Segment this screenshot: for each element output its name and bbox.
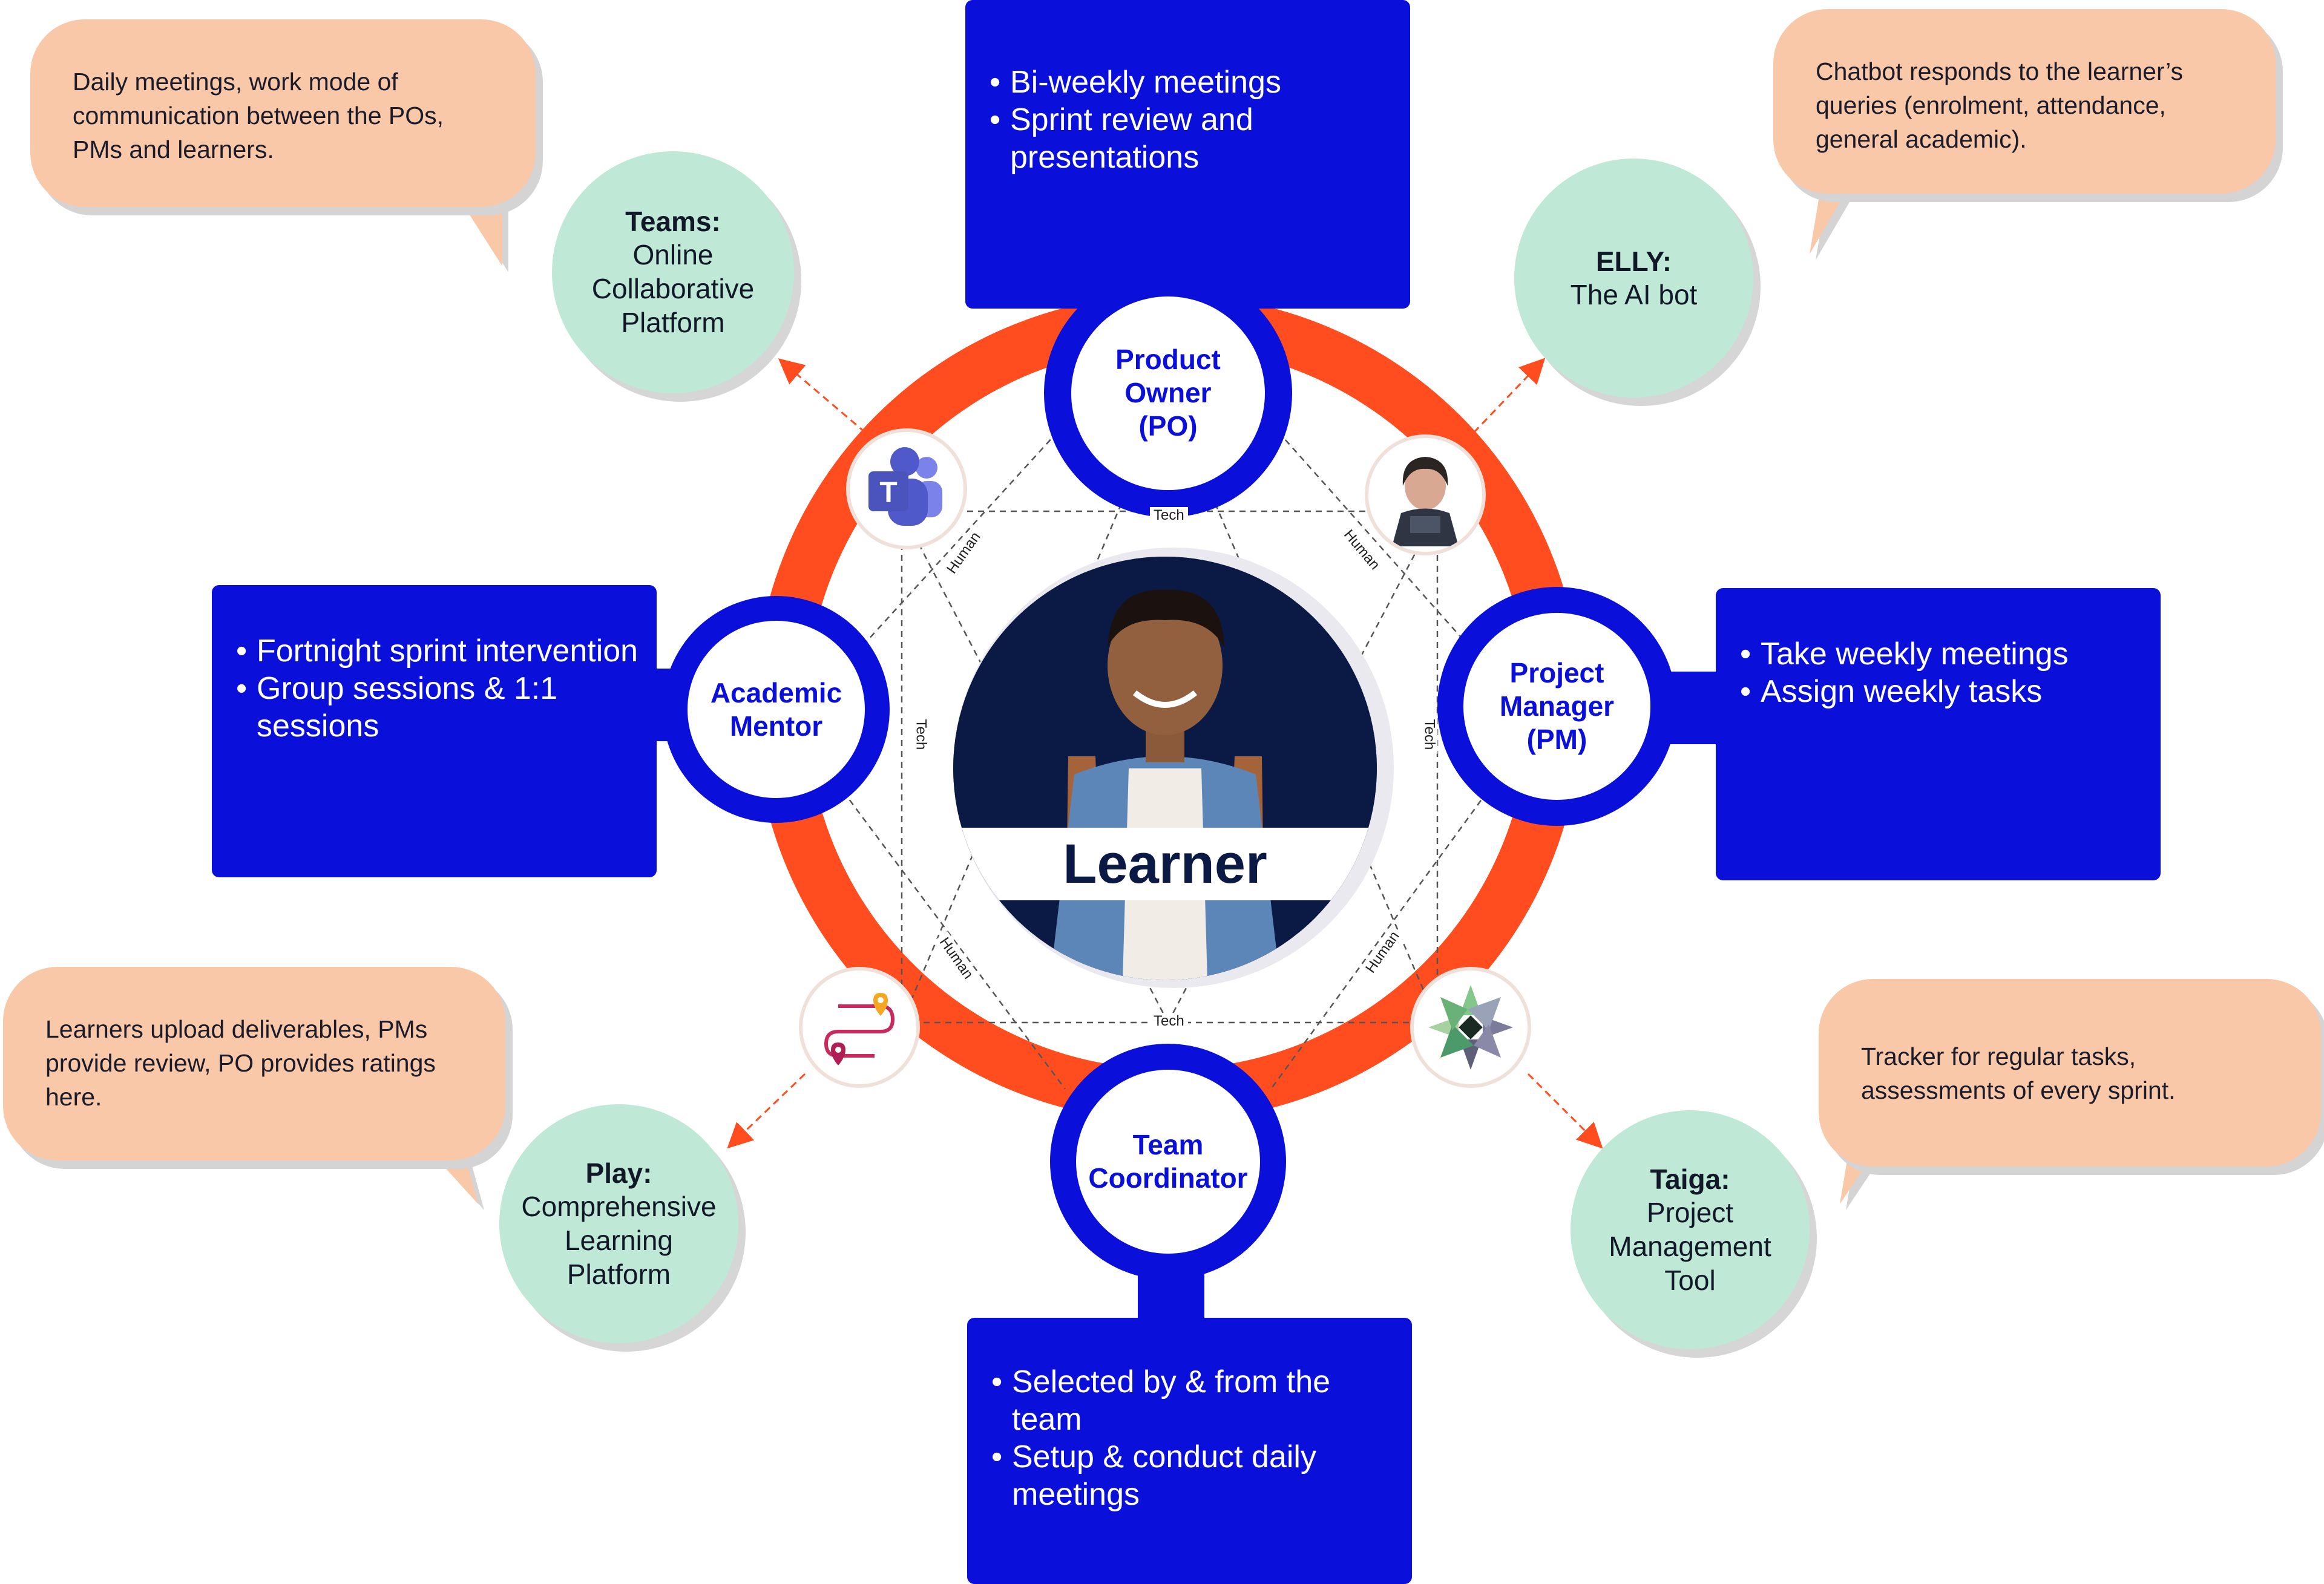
role-product-owner[interactable]: Product Owner (PO) (1044, 269, 1292, 517)
taiga-logo-icon[interactable] (1410, 967, 1531, 1088)
svg-text:T: T (879, 477, 897, 509)
role-academic-mentor-label: Academic Mentor (688, 621, 865, 798)
bubble-taiga: Tracker for regular tasks, assessments o… (1819, 979, 2324, 1175)
po-item: Sprint review and presentations (990, 101, 1392, 176)
pm-item: Take weekly meetings (1740, 635, 2142, 673)
bubble-play: Learners upload deliverables, PMs provid… (3, 967, 513, 1169)
learner-label-band: Learner (953, 828, 1377, 900)
tc-info-box: Selected by & from the team Setup & cond… (967, 1318, 1412, 1584)
microsoft-teams-icon[interactable]: T (846, 428, 967, 549)
tc-item: Selected by & from the team (991, 1363, 1394, 1438)
edge-label-tech: Tech (912, 715, 930, 754)
role-product-owner-label: Product Owner (PO) (1071, 296, 1265, 490)
mentor-item: Group sessions & 1:1 sessions (236, 670, 638, 745)
tool-taiga-desc: Project Management Tool (1609, 1196, 1771, 1296)
edge-label-tech: Tech (1420, 715, 1438, 754)
tc-item: Setup & conduct daily meetings (991, 1438, 1394, 1513)
edge-label-tech: Tech (1150, 507, 1188, 524)
bubble-teams: Daily meetings, work mode of communicati… (30, 19, 543, 215)
pm-item: Assign weekly tasks (1740, 673, 2142, 710)
bubble-teams-text: Daily meetings, work mode of communicati… (73, 68, 444, 163)
bubble-taiga-text: Tracker for regular tasks, assessments o… (1861, 1042, 2176, 1104)
tool-elly-title: ELLY: (1595, 245, 1672, 277)
po-item: Bi-weekly meetings (990, 64, 1392, 101)
bubble-elly-text: Chatbot responds to the learner’s querie… (1816, 57, 2184, 153)
tool-elly: ELLY: The AI bot (1514, 159, 1753, 398)
tool-teams-desc: Online Collaborative Platform (591, 239, 755, 338)
tool-teams: Teams: Online Collaborative Platform (552, 151, 794, 393)
tool-arrows (727, 358, 1603, 1149)
tool-taiga-title: Taiga: (1650, 1163, 1730, 1195)
role-team-coordinator[interactable]: Team Coordinator (1050, 1044, 1286, 1280)
role-team-coordinator-label: Team Coordinator (1075, 1069, 1261, 1254)
bubble-elly: Chatbot responds to the learner’s querie… (1773, 9, 2283, 202)
role-academic-mentor[interactable]: Academic Mentor (663, 596, 890, 823)
bubble-play-text: Learners upload deliverables, PMs provid… (45, 1015, 436, 1111)
po-info-box: Bi-weekly meetings Sprint review and pre… (965, 0, 1410, 309)
edge-label-tech: Tech (1150, 1013, 1188, 1030)
learner-label: Learner (1063, 833, 1267, 895)
tool-elly-desc: The AI bot (1570, 278, 1698, 310)
ai-bot-avatar[interactable] (1365, 434, 1486, 555)
role-project-manager[interactable]: Project Manager (PM) (1437, 587, 1676, 826)
tool-taiga: Taiga: Project Management Tool (1571, 1110, 1810, 1349)
tool-play: Play: Comprehensive Learning Platform (499, 1104, 738, 1343)
tool-play-title: Play: (585, 1157, 652, 1189)
route-map-pin-icon[interactable] (799, 967, 920, 1088)
tool-teams-title: Teams: (625, 206, 721, 237)
mentor-info-box: Fortnight sprint intervention Group sess… (212, 585, 657, 877)
pm-info-box: Take weekly meetings Assign weekly tasks (1716, 588, 2161, 880)
role-project-manager-label: Project Manager (PM) (1463, 613, 1650, 800)
mentor-item: Fortnight sprint intervention (236, 632, 638, 670)
tool-play-desc: Comprehensive Learning Platform (521, 1190, 717, 1290)
learner-photo: Learner (953, 557, 1377, 980)
learner-illustration (953, 557, 1377, 980)
